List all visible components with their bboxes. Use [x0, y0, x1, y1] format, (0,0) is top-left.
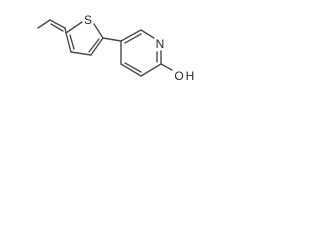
bond-pyr-c6-c5	[120, 29, 142, 42]
bond-c3-c2	[65, 32, 72, 53]
molecule-structure-diagram: S N O H O	[37, 13, 195, 83]
aldehyde-group	[37, 19, 67, 34]
bond-aldehyde-c-o-double	[50, 23, 64, 32]
bond-pyr-c2-oh	[160, 63, 173, 71]
bond-thiophene-to-pyridine	[102, 37, 122, 42]
thiophene-ring	[65, 21, 104, 56]
bond-c3-c2-double	[69, 34, 75, 50]
bond-c5-c4-double	[88, 38, 100, 53]
atom-label-sulfur: S	[84, 13, 92, 27]
atom-label-hydroxyl-oxygen: O	[174, 69, 183, 83]
bond-s-c5	[93, 23, 104, 39]
bond-pyr-c4-c3	[120, 63, 142, 77]
bond-pyr-c4-c3-double	[124, 62, 142, 73]
bond-pyr-c3-c2	[140, 63, 162, 77]
atom-label-nitrogen: N	[156, 37, 165, 51]
bond-c2-s	[65, 21, 83, 34]
bond-c5-c4	[90, 37, 104, 56]
bond-c4-c3	[70, 51, 92, 56]
bond-aldehyde-c-o	[49, 19, 66, 29]
bond-aldehyde-c-h	[37, 19, 51, 29]
pyridine-ring	[120, 29, 162, 77]
bond-ring-to-aldehyde	[64, 27, 67, 34]
bond-pyr-c6-c5-double	[124, 33, 142, 44]
bond-pyr-n1-c6	[140, 29, 155, 39]
atom-label-hydroxyl-hydrogen: H	[186, 69, 195, 83]
